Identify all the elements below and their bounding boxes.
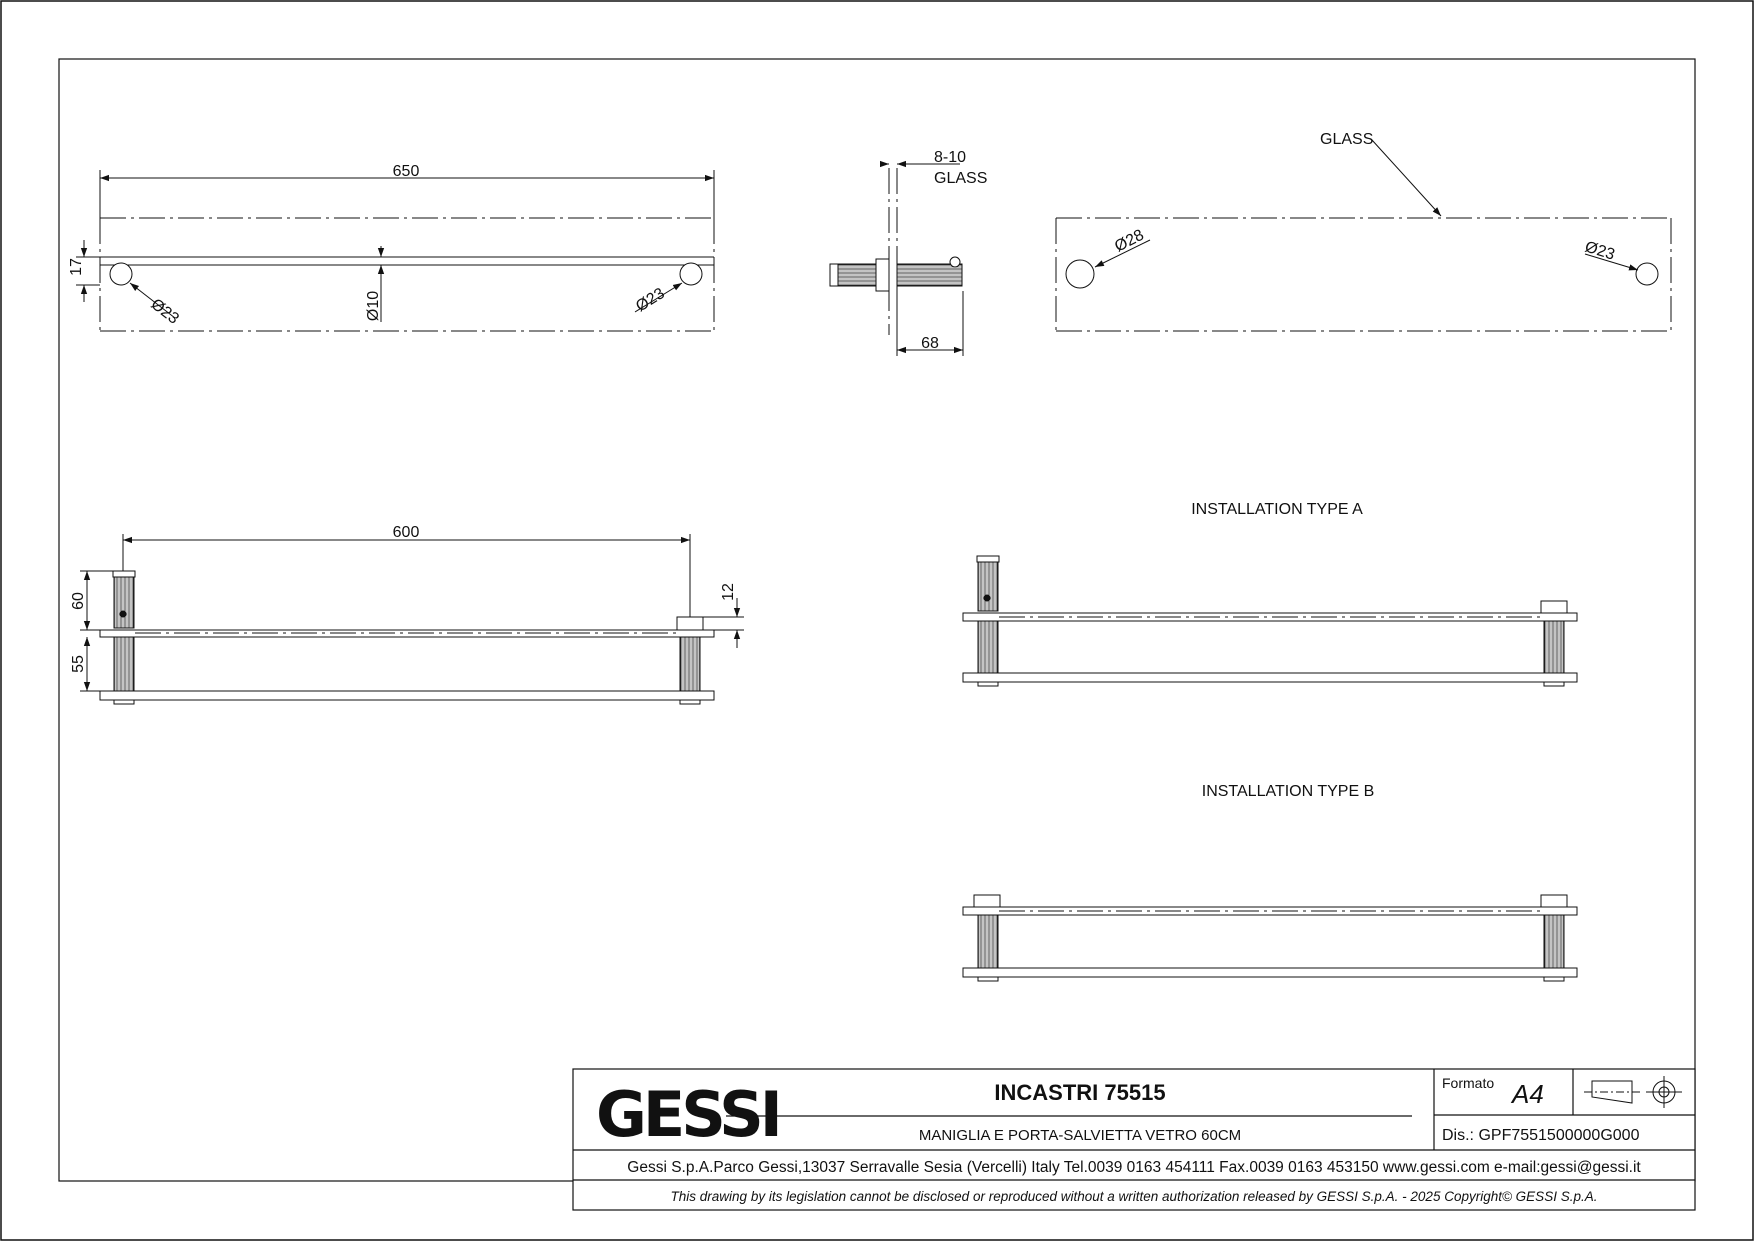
dim-650: 650 <box>393 163 420 180</box>
dim-dia23-glass: Ø23 <box>1583 239 1617 264</box>
top-view <box>76 170 715 332</box>
drawing-number: Dis.: GPF7551500000G000 <box>1442 1127 1640 1144</box>
installation-a-view <box>962 555 1578 687</box>
product-title: INCASTRI 75515 <box>994 1080 1165 1105</box>
installation-type-a-label: INSTALLATION TYPE A <box>1191 501 1363 518</box>
side-glass-label: GLASS <box>934 170 987 187</box>
gessi-logo: GESSI <box>596 1078 779 1151</box>
dim-60: 60 <box>70 592 87 610</box>
dim-68: 68 <box>921 335 939 352</box>
legal-note: This drawing by its legislation cannot b… <box>671 1189 1598 1204</box>
formato-value: A4 <box>1510 1079 1544 1109</box>
installation-type-b-label: INSTALLATION TYPE B <box>1202 783 1375 800</box>
title-block-frame <box>572 1068 1696 1211</box>
front-view <box>80 534 744 705</box>
dim-glass-thickness: 8-10 <box>934 149 966 166</box>
dim-55: 55 <box>70 655 87 673</box>
dim-12: 12 <box>720 583 737 601</box>
dim-dia28: Ø28 <box>1112 227 1147 256</box>
dim-600: 600 <box>393 524 420 541</box>
company-info: Gessi S.p.A.Parco Gessi,13037 Serravalle… <box>627 1159 1641 1176</box>
side-view <box>829 160 964 356</box>
formato-label: Formato <box>1442 1075 1494 1091</box>
dim-dia23-right: Ø23 <box>633 285 668 315</box>
projection-symbol-icon <box>1584 1076 1682 1108</box>
product-subtitle: MANIGLIA E PORTA-SALVIETTA VETRO 60CM <box>919 1127 1241 1144</box>
glass-view <box>1055 139 1672 332</box>
dim-dia10: Ø10 <box>365 291 382 321</box>
installation-b-view <box>962 894 1578 982</box>
glass-callout-label: GLASS <box>1320 131 1373 148</box>
dim-17: 17 <box>68 258 85 276</box>
